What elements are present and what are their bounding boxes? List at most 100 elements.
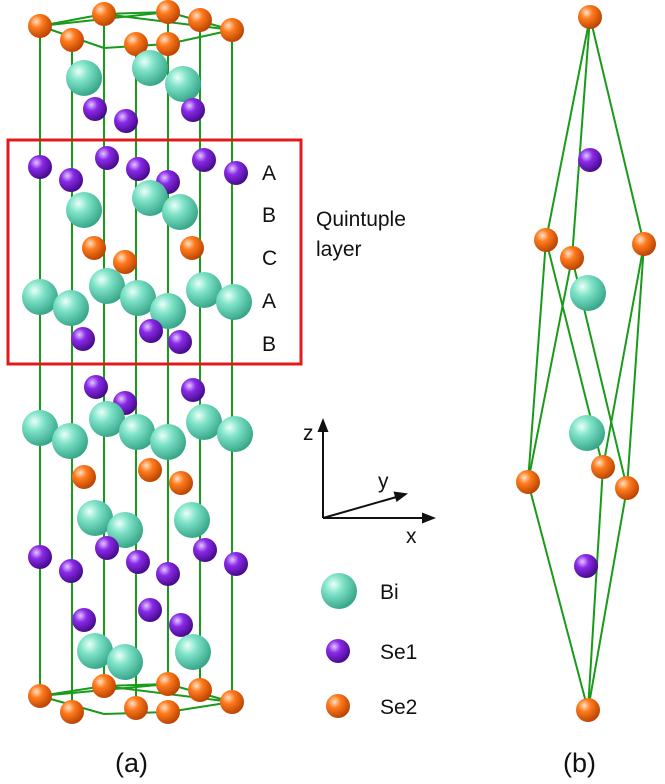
panel-b-label: (b)	[563, 748, 596, 778]
z-axis-label: z	[303, 422, 314, 445]
stacking-label: A	[262, 290, 276, 313]
x-axis-label: x	[406, 525, 417, 548]
coordinate-axes: z y x	[303, 418, 436, 548]
bi-atom	[186, 404, 222, 440]
se2-atom	[560, 246, 584, 270]
bi-atom	[77, 633, 113, 669]
se1-atom	[224, 552, 248, 576]
se1-atom	[28, 545, 52, 569]
se2-atom	[516, 470, 540, 494]
se1-atom	[59, 559, 83, 583]
se1-atom	[574, 554, 598, 578]
quintuple-label-line1: Quintuple	[316, 208, 406, 231]
legend-bi-label: Bi	[380, 581, 399, 604]
bi-atom	[66, 60, 102, 96]
se2-atom	[220, 18, 244, 42]
bi-atom	[175, 634, 211, 670]
se1-atom	[114, 109, 138, 133]
rhombohedral-edge	[602, 243, 645, 468]
se1-atom	[28, 155, 52, 179]
bi-atom	[66, 192, 102, 228]
se1-atom	[181, 98, 205, 122]
se1-atom	[193, 538, 217, 562]
bi-atom	[52, 423, 88, 459]
se1-atom	[168, 330, 192, 354]
se1-atom	[181, 378, 205, 402]
bi-atom	[107, 512, 143, 548]
bi-atom	[22, 410, 58, 446]
bi-atom	[150, 424, 186, 460]
se1-atom	[156, 562, 180, 586]
stacking-label: C	[262, 247, 277, 270]
se2-atom	[28, 14, 52, 38]
legend-se2-swatch	[326, 694, 350, 718]
se2-atom	[169, 471, 193, 495]
bi-atom	[77, 500, 113, 536]
se2-atom	[156, 0, 180, 24]
legend-se1-label: Se1	[380, 641, 417, 664]
bi-atom	[120, 280, 156, 316]
se2-atom	[220, 690, 244, 714]
rhombohedral-edge	[587, 466, 604, 711]
se1-atom	[578, 148, 602, 172]
bi-atom	[132, 50, 168, 86]
se2-atom	[124, 32, 148, 56]
bi-atom	[107, 644, 143, 680]
se2-atom	[615, 476, 639, 500]
quintuple-layer-label: Quintuple layer	[316, 208, 406, 261]
legend-se1-swatch	[326, 639, 350, 663]
bi-atom	[119, 414, 155, 450]
se1-atom	[192, 148, 216, 172]
stacking-label: B	[262, 204, 276, 227]
se1-atom	[83, 97, 107, 121]
rhombohedral-cell-bonds	[527, 16, 645, 711]
bi-atom	[150, 293, 186, 329]
se2-atom	[82, 236, 106, 260]
panel-a-label: (a)	[115, 748, 148, 778]
bi-atom	[162, 194, 198, 230]
se2-atom	[188, 678, 212, 702]
bi-atom	[174, 502, 210, 538]
se2-atom	[188, 8, 212, 32]
atoms	[22, 0, 656, 724]
se2-atom	[124, 696, 148, 720]
se2-atom	[72, 465, 96, 489]
bi-atom	[53, 290, 89, 326]
rhombohedral-edge	[589, 16, 645, 245]
legend-bi-swatch	[321, 573, 357, 609]
rhombohedral-edge	[527, 257, 573, 483]
bi-atom	[89, 268, 125, 304]
se2-atom	[180, 236, 204, 260]
se2-atom	[60, 28, 84, 52]
se2-atom	[92, 674, 116, 698]
rhombohedral-edge	[527, 239, 547, 483]
se1-atom	[139, 319, 163, 343]
se2-atom	[156, 32, 180, 56]
bi-atom	[165, 66, 201, 102]
se1-atom	[95, 146, 119, 170]
se1-atom	[72, 608, 96, 632]
se2-atom	[28, 684, 52, 708]
legend-se2-label: Se2	[380, 696, 417, 719]
rhombohedral-edge	[545, 16, 591, 241]
bi-atom	[186, 272, 222, 308]
se2-atom	[578, 5, 602, 29]
rhombohedral-edge	[571, 16, 591, 259]
bi-atom	[216, 284, 252, 320]
se1-atom	[59, 168, 83, 192]
se1-atom	[71, 327, 95, 351]
rhombohedral-edge	[587, 487, 628, 711]
bi-atom	[570, 275, 606, 311]
se1-atom	[224, 161, 248, 185]
quintuple-layer-box	[6, 138, 303, 366]
se2-atom	[138, 458, 162, 482]
legend: Bi Se1 Se2	[321, 573, 417, 719]
se2-atom	[156, 700, 180, 724]
se1-atom	[169, 613, 193, 637]
y-axis-label: y	[378, 470, 389, 493]
se2-atom	[576, 698, 600, 722]
se1-atom	[95, 536, 119, 560]
se2-atom	[534, 228, 558, 252]
rhombohedral-edge	[527, 481, 589, 711]
